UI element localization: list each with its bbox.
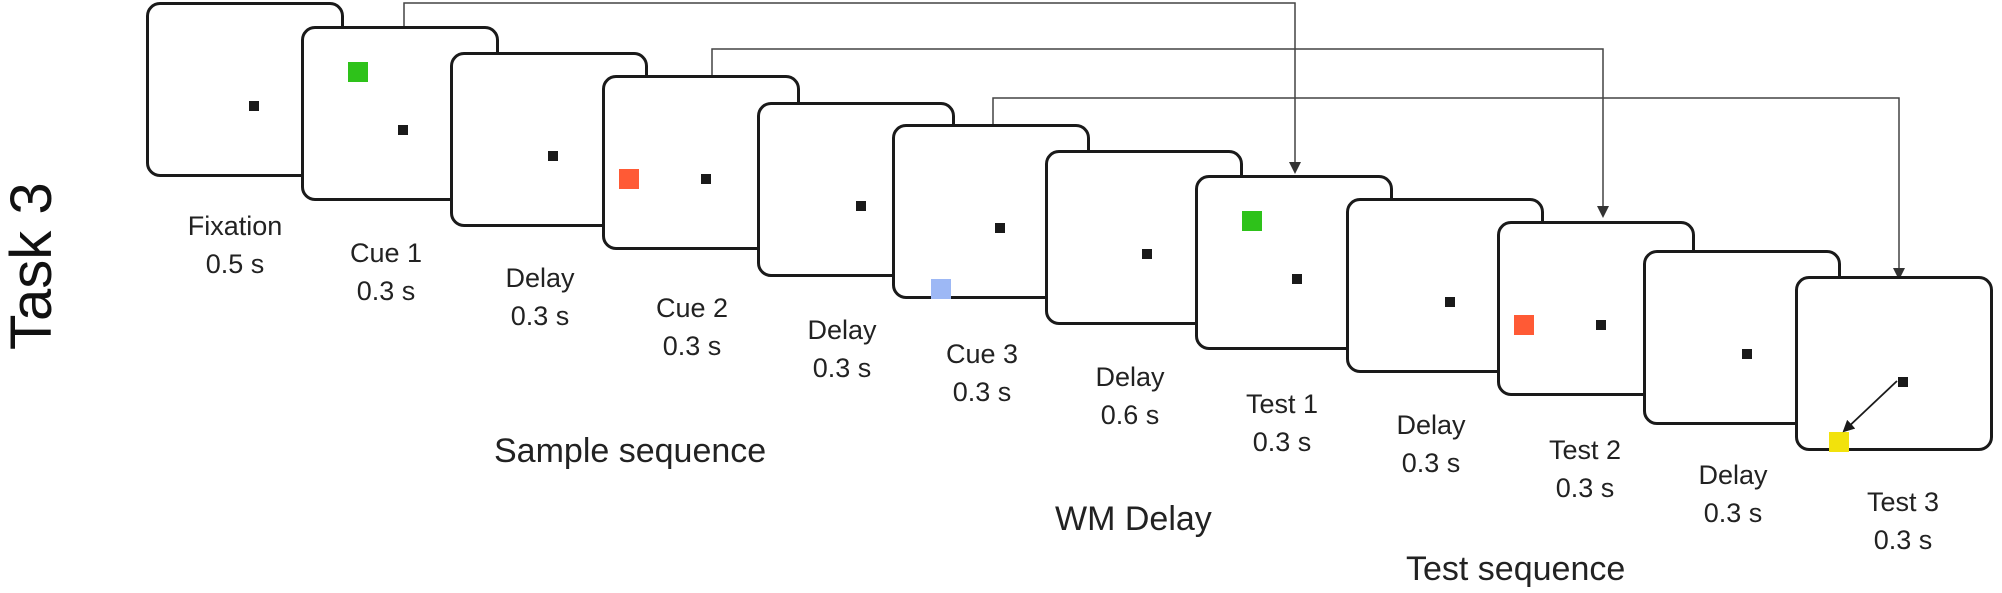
sample-sequence-label: Sample sequence: [494, 432, 767, 470]
fixation-dot: [1142, 249, 1152, 259]
wm-delay-label: WM Delay: [1055, 500, 1212, 538]
frame-label: Cue 2: [655, 293, 729, 323]
cue-square-blue: [931, 279, 951, 299]
fixation-dot: [701, 174, 711, 184]
caption-test-3: Test 3 0.3 s: [1823, 483, 1983, 559]
frame-duration: 0.3 s: [510, 301, 570, 331]
test-sequence-label: Test sequence: [1406, 550, 1626, 588]
caption-test-2: Test 2 0.3 s: [1505, 431, 1665, 507]
frame-duration: 0.3 s: [812, 353, 872, 383]
frame-duration: 0.3 s: [662, 331, 722, 361]
frame-duration: 0.3 s: [1703, 498, 1763, 528]
frame-duration: 0.3 s: [1252, 427, 1312, 457]
test-square-yellow: [1829, 432, 1849, 452]
screen-test-3: [1795, 276, 1993, 452]
fixation-dot: [1596, 320, 1606, 330]
response-arrow: [1842, 379, 1898, 432]
caption-cue-1: Cue 1 0.3 s: [306, 234, 466, 310]
cue-square-green: [348, 62, 368, 82]
caption-wm-delay: Delay 0.6 s: [1050, 358, 1210, 434]
frame-label: Delay: [1396, 410, 1466, 440]
frame-duration: 0.5 s: [205, 249, 265, 279]
frame-duration: 0.3 s: [1401, 448, 1461, 478]
frame-duration: 0.6 s: [1100, 400, 1160, 430]
frame-label: Test 1: [1245, 389, 1319, 419]
frame-duration: 0.3 s: [1555, 473, 1615, 503]
frame-duration: 0.3 s: [952, 377, 1012, 407]
fixation-dot: [548, 151, 558, 161]
frame-label: Test 3: [1866, 487, 1940, 517]
fixation-dot: [856, 201, 866, 211]
frame-label: Test 2: [1548, 435, 1622, 465]
fixation-dot: [1742, 349, 1752, 359]
frame-label: Cue 1: [349, 238, 423, 268]
fixation-dot: [1292, 274, 1302, 284]
fixation-dot: [1445, 297, 1455, 307]
fixation-dot: [249, 101, 259, 111]
frame-duration: 0.3 s: [356, 276, 416, 306]
caption-delay-1: Delay 0.3 s: [460, 259, 620, 335]
test-square-green: [1242, 211, 1262, 231]
fixation-dot: [398, 125, 408, 135]
caption-delay-4: Delay 0.3 s: [1653, 456, 1813, 532]
caption-test-1: Test 1 0.3 s: [1202, 385, 1362, 461]
caption-cue-2: Cue 2 0.3 s: [612, 289, 772, 365]
test-square-red: [1514, 315, 1534, 335]
frame-label: Delay: [1698, 460, 1768, 490]
fixation-dot: [1898, 377, 1908, 387]
task-label: Task 3: [0, 182, 64, 350]
frame-label: Delay: [807, 315, 877, 345]
caption-delay-2: Delay 0.3 s: [762, 311, 922, 387]
frame-label: Delay: [505, 263, 575, 293]
frame-label: Cue 3: [945, 339, 1019, 369]
fixation-dot: [995, 223, 1005, 233]
cue-square-red: [619, 169, 639, 189]
caption-delay-3: Delay 0.3 s: [1351, 406, 1511, 482]
caption-fixation: Fixation 0.5 s: [155, 207, 315, 283]
frame-duration: 0.3 s: [1873, 525, 1933, 555]
caption-cue-3: Cue 3 0.3 s: [902, 335, 1062, 411]
frame-label: Fixation: [187, 211, 283, 241]
frame-label: Delay: [1095, 362, 1165, 392]
